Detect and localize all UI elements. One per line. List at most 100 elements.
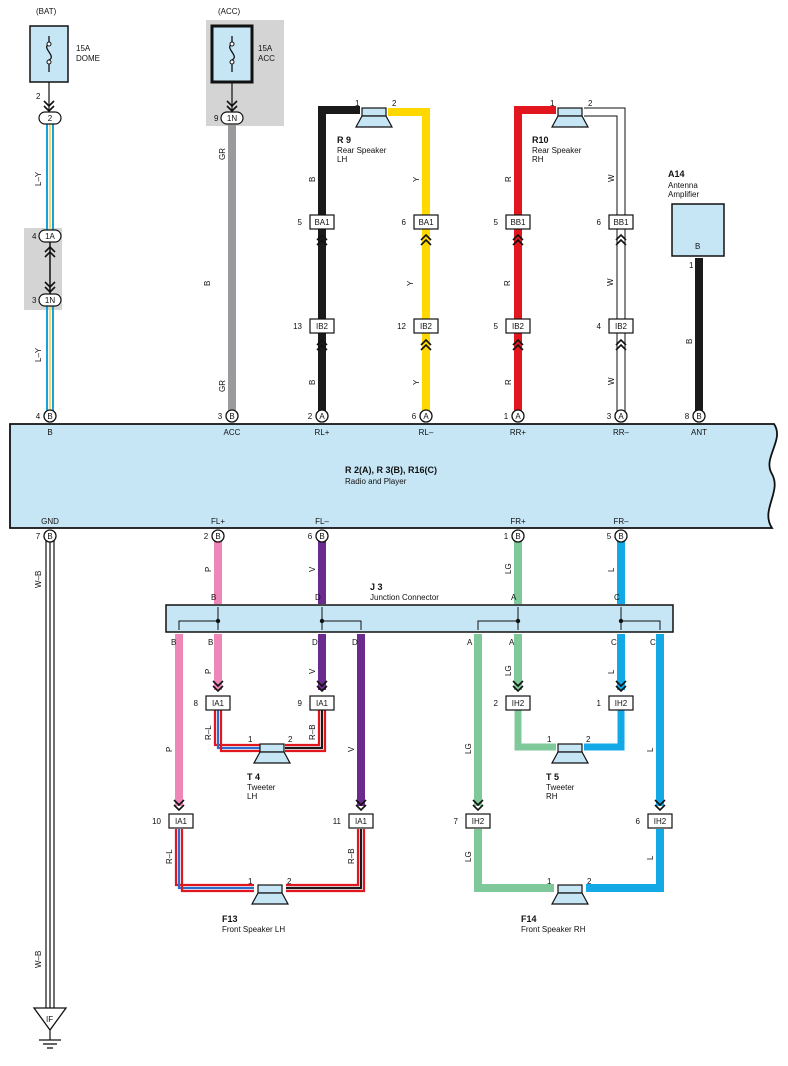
- radio-top-pin-2-circle: [315, 409, 329, 423]
- radio-top-pin-6-label: ANT: [691, 428, 707, 437]
- fuse-dome-name: DOME: [76, 54, 100, 63]
- label-l-y-1: L–Y: [34, 171, 43, 186]
- wire-l-y-lower: [46, 306, 54, 412]
- label-rear-0-a: B: [308, 177, 317, 182]
- tweeter-rh-name2: RH: [546, 792, 558, 801]
- label-rear-3-a: W: [607, 174, 616, 182]
- radio-bottom-pin-3-circle: [511, 529, 525, 543]
- conn-fr-lh-2-label: IA1: [355, 817, 368, 826]
- fuse-acc-rating: 15A: [258, 44, 273, 53]
- label-tw-rh-in2: L: [607, 669, 616, 674]
- radio-bottom-pin-3-label: FR+: [510, 517, 526, 526]
- tweeter-lh-name2: LH: [247, 792, 257, 801]
- rear-rh-name2: RH: [532, 155, 544, 164]
- conn-ib-2-label: IB2: [512, 322, 525, 331]
- front-rh-pin2: 2: [587, 877, 592, 886]
- radio-bottom-pin-0-circle: [43, 529, 57, 543]
- conn-tw-lh-1-pin: 8: [194, 699, 199, 708]
- radio-top-pin-0-letter: B: [47, 412, 52, 421]
- fuse-dome-rating: 15A: [76, 44, 91, 53]
- label-fl-minus: V: [308, 566, 317, 572]
- radio-bottom-pin-2-circle: [315, 529, 329, 543]
- rear-rh-name1: Rear Speaker: [532, 146, 582, 155]
- radio-top-pin-4-letter: A: [515, 412, 521, 421]
- radio-top-pin-2-letter: A: [319, 412, 325, 421]
- conn-dome-out-label: 2: [48, 114, 53, 123]
- wire-rear-lh-y: [388, 108, 430, 412]
- wire-tweeter-lh-r-b: [285, 710, 327, 753]
- radio-bottom-pin-2-label: FL–: [315, 517, 329, 526]
- conn-fr-rh-2-label: IH2: [654, 817, 667, 826]
- radio-top-pin-6-circle: [692, 409, 706, 423]
- conn-fr-lh-2-shape: [348, 813, 374, 829]
- label-rear-3-mid: W: [606, 278, 615, 286]
- radio-bottom-pin-0-num: 7: [36, 532, 41, 541]
- conn-ib-1-shape: [413, 318, 439, 334]
- conn-b-2-pin: 5: [494, 218, 499, 227]
- radio-top-pin-6-num: 8: [685, 412, 690, 421]
- conn-ib-3-shape: [608, 318, 634, 334]
- radio-title: R 2(A), R 3(B), R16(C): [345, 465, 437, 475]
- front-rh-pin1: 1: [547, 877, 552, 886]
- tweeter-rh-pin1: 1: [547, 735, 552, 744]
- tweeter-rh-name1: Tweeter: [546, 783, 575, 792]
- conn-ib-3-pin: 4: [597, 322, 602, 331]
- conn-1n-acc: 1N9: [214, 111, 244, 125]
- conn-b-3-label: BB1: [613, 218, 629, 227]
- front-rh-name: Front Speaker RH: [521, 925, 586, 934]
- label-rear-0-mid: B: [203, 281, 212, 286]
- junction-top-2: A: [511, 593, 517, 602]
- conn-tw-lh-2-shape: [309, 695, 335, 711]
- label-fr-rh-w2: L: [646, 855, 655, 860]
- tweeter-lh-pin1: 1: [248, 735, 253, 744]
- rear-lh-name2: LH: [337, 155, 347, 164]
- conn-b-0-shape: [309, 214, 335, 230]
- antenna-name2: Amplifier: [668, 190, 699, 199]
- wire-front-lh-r-b: [286, 829, 366, 893]
- fuse-acc-name: ACC: [258, 54, 275, 63]
- label-l-y-2: L–Y: [34, 347, 43, 362]
- radio-top-pin-2-num: 2: [308, 412, 313, 421]
- junction-bottom-5: A: [509, 638, 515, 647]
- radio-bottom-pin-1-label: FL+: [211, 517, 225, 526]
- conn-dome-out-shape: [38, 111, 62, 125]
- wires: [45, 106, 703, 1008]
- conn-1n-left: 1N3: [32, 293, 62, 307]
- tweeter-lh-pin2: 2: [288, 735, 293, 744]
- junction-bottom-4: A: [467, 638, 473, 647]
- conn-tw-rh-1-pin: 2: [494, 699, 499, 708]
- ground-symbol: IF: [32, 1007, 68, 1049]
- conn-b-2-label: BB1: [510, 218, 526, 227]
- front-lh-pin2: 2: [287, 877, 292, 886]
- conn-1n-acc-shape: [220, 111, 244, 125]
- conn-tw-rh-2-pin: 1: [597, 699, 602, 708]
- conn-1a-label: 1A: [45, 232, 55, 241]
- tweeter-lh-id: T 4: [247, 772, 260, 782]
- rear-lh-pin1: 1: [355, 99, 360, 108]
- radio-top-pin-0-num: 4: [36, 412, 41, 421]
- radio-bottom-pin-1-circle: [211, 529, 225, 543]
- label-fr-minus: L: [607, 567, 616, 572]
- radio-top-pin-0-circle: [43, 409, 57, 423]
- radio-top-pin-3-label: RL–: [419, 428, 434, 437]
- conn-b-2: BB1 5: [494, 214, 531, 230]
- front-lh-pin1: 1: [248, 877, 253, 886]
- conn-fr-rh-1-label: IH2: [472, 817, 485, 826]
- front-speaker-rh: 1 2 F14 Front Speaker RH: [521, 877, 592, 934]
- conn-1a-shape: [38, 229, 62, 243]
- rear-speaker-rh: 1 2 R10 Rear Speaker RH: [532, 99, 593, 164]
- rear-rh-pin1: 1: [550, 99, 555, 108]
- radio-top-pin-2-label: RL+: [315, 428, 330, 437]
- antenna-pin: 1: [689, 261, 694, 270]
